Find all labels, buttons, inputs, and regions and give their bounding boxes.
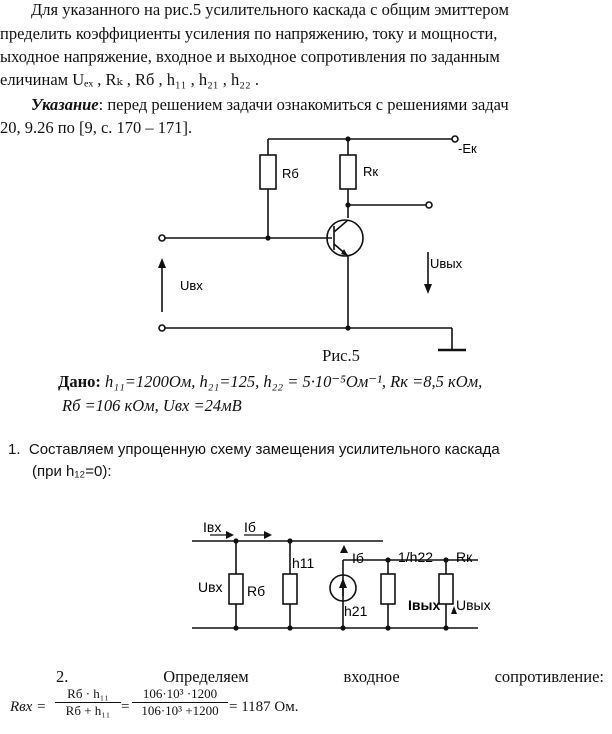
label-i-b: Iб <box>244 519 256 535</box>
step2-number: 2. <box>56 667 69 686</box>
hint-label: Указание <box>31 95 99 114</box>
step1-line-1: 1. Составляем упрощенную схему замещения… <box>8 440 500 460</box>
label-rk: Rк <box>363 164 378 179</box>
label-i-in: Iвх <box>203 519 221 535</box>
step2-word-2: входное <box>343 667 400 686</box>
formula-fraction-1: Rб · h₁₁ Rб + h₁₁ <box>55 686 121 719</box>
step1-text: Составляем упрощенную схему замещения ус… <box>28 441 500 458</box>
step2-word-3: сопротивление: <box>494 667 604 686</box>
given-values-2: Rб =106 кОм, Uвх =24мВ <box>62 396 242 415</box>
formula-fraction-2-num: 106·10³ ·1200 <box>132 686 228 703</box>
formula-fraction-1-num: Rб · h₁₁ <box>55 686 121 703</box>
label-inv-h22: 1/h22 <box>398 549 433 565</box>
step2-line: 2. Определяем входное сопротивление: <box>56 667 604 687</box>
step1-number: 1. <box>8 441 21 458</box>
given-label: Дано: <box>58 372 101 391</box>
hint-text: : перед решением задачи ознакомиться с р… <box>98 95 509 114</box>
figure1-caption: Рис.5 <box>322 346 360 365</box>
given-values-1: h₁₁=1200Ом, h₂₁=125, h₂₂ = 5·10⁻⁵Ом⁻¹, R… <box>104 372 483 391</box>
label-u-out: Uвых <box>430 256 463 271</box>
label-supply: -Eк <box>458 141 477 156</box>
label-u-in-eq: Uвх <box>198 579 223 595</box>
formula-fraction-1-den: Rб + h₁₁ <box>65 703 111 718</box>
given-line-1: Дано: h₁₁=1200Ом, h₂₁=125, h₂₂ = 5·10⁻⁵О… <box>58 372 482 392</box>
label-h21: h21 <box>344 603 368 619</box>
label-rk-eq: Rк <box>456 549 473 565</box>
label-rb-eq: Rб <box>247 583 265 599</box>
step1-line-2: (при h₁₂=0): <box>32 463 112 480</box>
formula-fraction-2-den: 106·10³ +1200 <box>141 703 219 718</box>
problem-line-1: Для указанного на рис.5 усилительного ка… <box>31 0 509 19</box>
label-h11: h11 <box>292 555 315 571</box>
formula-eq: = <box>121 699 130 715</box>
label-u-in: Uвх <box>180 278 203 293</box>
problem-line-4: еличинам Uₑₓ , Rₖ , Rб , h₁₁ , h₂₁ , h₂₂… <box>0 70 259 89</box>
step2-word-1: Определяем <box>163 667 249 686</box>
formula-fraction-2: 106·10³ ·1200 106·10³ +1200 <box>132 686 228 719</box>
label-rb: Rб <box>282 166 299 181</box>
label-i-out: Iвых <box>408 597 440 613</box>
label-i-b-source: Iб <box>352 550 364 566</box>
formula-result: = 1187 Ом. <box>229 699 299 715</box>
problem-line-2: пределить коэффициенты усиления по напря… <box>0 24 498 43</box>
label-u-out-eq: Uвых <box>456 597 491 613</box>
problem-line-3: ыходное напряжение, входное и выходное с… <box>0 47 500 66</box>
formula-lhs: Rвх = <box>10 699 47 715</box>
hint-line-1: Указание: перед решением задачи ознакоми… <box>31 95 509 115</box>
transistor-symbol <box>326 219 364 257</box>
hint-line-2: 20, 9.26 по [9, с. 170 – 171]. <box>0 118 193 137</box>
given-line-2: Rб =106 кОм, Uвх =24мВ <box>62 396 242 416</box>
